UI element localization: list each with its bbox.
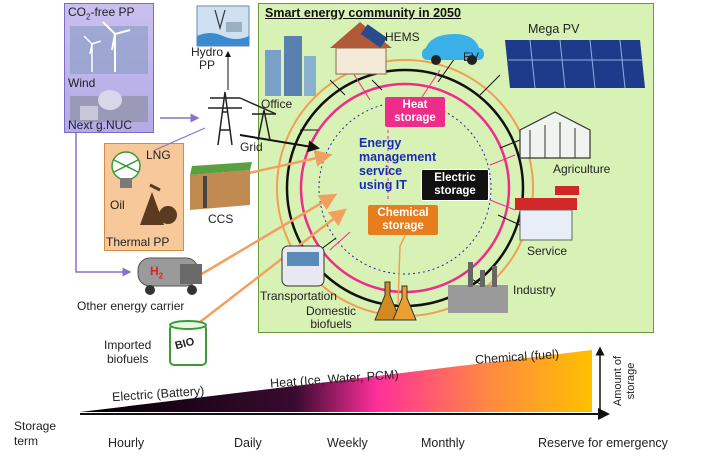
agriculture-label: Agriculture: [553, 162, 611, 176]
term-monthly: Monthly: [421, 436, 465, 450]
hydro-line-2: PP: [199, 58, 216, 72]
store-icon: [515, 186, 579, 241]
term-hourly: Hourly: [108, 436, 145, 450]
industry-label: Industry: [513, 283, 556, 297]
storage-term-label: Storage term: [14, 419, 56, 449]
h2-label: H2: [150, 264, 163, 280]
office-building-icon: [265, 36, 316, 96]
chemical-line-1: Chemical: [377, 207, 429, 219]
amount-line-2: storage: [625, 362, 637, 400]
grid-label: Grid: [240, 140, 263, 154]
house-icon: [330, 22, 392, 75]
domestic-line-1: Domestic: [306, 304, 357, 318]
heat-line-1: Heat: [402, 99, 428, 111]
imported-line-1: Imported: [104, 338, 152, 352]
other-energy-carrier-label: Other energy carrier: [77, 299, 185, 313]
hydro-pp-icon: [196, 5, 250, 47]
heat-line-2: storage: [394, 112, 436, 124]
term-line-1: Storage: [14, 419, 57, 433]
greenhouse-icon: [519, 111, 591, 159]
ccs-icon: [190, 162, 252, 210]
chemical-line-2: storage: [382, 220, 424, 232]
factory-icon: [448, 262, 508, 313]
ccs-label: CCS: [208, 212, 234, 226]
lng-tank-icon: [111, 151, 141, 188]
electric-line-1: Electric: [434, 172, 476, 184]
co2-sub: 2: [86, 12, 91, 22]
oil-derrick-icon: [140, 183, 177, 225]
mega-pv-label: Mega PV: [528, 22, 580, 36]
h2-sub: 2: [158, 271, 164, 281]
nuclear-plant-icon: [70, 90, 148, 122]
storage-amount-wedge: [80, 350, 592, 412]
heat-storage-pill: Heat storage: [385, 97, 445, 127]
ev-car-icon: [422, 34, 484, 65]
co2-suffix: -free PP: [90, 5, 135, 19]
center-line-2: management: [359, 150, 437, 164]
wind-turbine-icon: [70, 21, 148, 74]
imported-line-2: biofuels: [106, 352, 149, 366]
community-title: Smart energy community in 2050: [265, 6, 461, 20]
tanker-truck-icon: [137, 257, 202, 295]
domestic-biofuels-label: Domestic biofuels: [306, 305, 356, 331]
ev-label: EV: [463, 50, 480, 64]
term-daily: Daily: [234, 436, 262, 450]
domestic-line-2: biofuels: [310, 317, 352, 331]
transportation-label: Transportation: [260, 289, 337, 303]
service-label: Service: [527, 244, 568, 258]
supply-arrows: [75, 51, 347, 323]
electric-line-2: storage: [434, 185, 476, 197]
solar-panel-icon: [505, 39, 645, 89]
term-weekly: Weekly: [327, 436, 368, 450]
train-icon: [281, 245, 325, 287]
chemical-storage-pill: Chemical storage: [368, 205, 438, 235]
center-line-3: service: [359, 164, 403, 178]
hydro-line-1: Hydro: [191, 45, 224, 59]
thermal-pp-label: Thermal PP: [106, 235, 170, 249]
hydro-pp-label: Hydro PP: [191, 46, 223, 72]
amount-of-storage-label: Amount of storage: [612, 350, 674, 412]
imported-biofuels-label: Imported biofuels: [104, 338, 151, 366]
h2-main: H: [150, 264, 159, 278]
next-nuc-label: Next g.NUC: [68, 118, 133, 132]
amount-line-1: Amount of: [612, 355, 624, 407]
lng-label: LNG: [146, 148, 171, 162]
term-reserve: Reserve for emergency: [538, 436, 668, 450]
co2-free-pp-label: CO2-free PP: [68, 5, 134, 21]
center-line-4: using IT: [359, 178, 407, 192]
office-label: Office: [261, 97, 293, 111]
co2-prefix: CO: [68, 5, 86, 19]
bio-drum-icon: [169, 320, 207, 366]
term-line-2: term: [14, 434, 38, 448]
energy-management-text: Energy management service using IT: [359, 136, 436, 192]
biofuel-flask-icon: [374, 281, 417, 321]
oil-label: Oil: [110, 198, 125, 212]
wind-label: Wind: [68, 76, 96, 90]
hems-label: HEMS: [385, 30, 420, 44]
biofuel-feed-line: [397, 235, 406, 306]
center-line-1: Energy: [359, 136, 402, 150]
grid-tower-icon: [208, 91, 277, 146]
electric-storage-pill: Electric storage: [421, 169, 489, 201]
